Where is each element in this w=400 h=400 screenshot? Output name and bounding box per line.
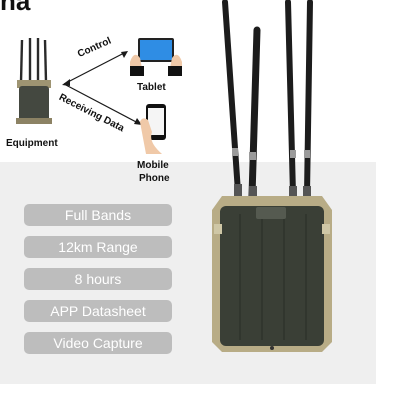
phone-label-line2: Phone bbox=[139, 173, 170, 184]
equipment-icon bbox=[16, 38, 52, 124]
feature-app-datasheet: APP Datasheet bbox=[24, 300, 172, 322]
title-fragment: na bbox=[0, 0, 31, 16]
feature-full-bands: Full Bands bbox=[24, 204, 172, 226]
phone-label-line1: Mobile bbox=[137, 160, 169, 171]
feature-video-capture: Video Capture bbox=[24, 332, 172, 354]
device-body bbox=[212, 196, 332, 352]
feature-battery-hours: 8 hours bbox=[24, 268, 172, 290]
tablet-icon bbox=[130, 38, 182, 76]
control-arrow-icon bbox=[62, 51, 128, 86]
phone-icon bbox=[140, 104, 166, 154]
device-antennas bbox=[222, 0, 313, 200]
receive-arrow-icon bbox=[63, 83, 142, 125]
equipment-label: Equipment bbox=[6, 138, 58, 149]
tablet-label: Tablet bbox=[137, 82, 166, 93]
feature-range: 12km Range bbox=[24, 236, 172, 258]
